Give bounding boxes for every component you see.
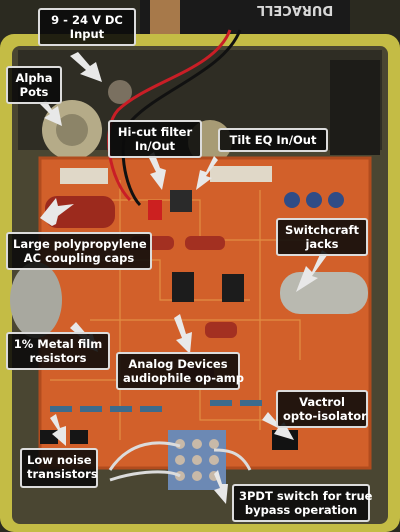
callout-polypropylene-caps: Large polypropylene AC coupling caps	[6, 232, 152, 270]
arrow-caps	[40, 198, 74, 226]
callout-tilt-eq: Tilt EQ In/Out	[218, 128, 328, 152]
callout-caps-line2: AC coupling caps	[23, 251, 135, 265]
battery-label: DURACELL	[257, 2, 333, 17]
arrow-pots	[40, 100, 62, 126]
arrow-hicut	[148, 152, 166, 190]
callout-hicut-line2: In/Out	[134, 139, 176, 153]
callout-alpha-line2: Pots	[19, 85, 49, 99]
arrow-tilt	[196, 156, 218, 190]
callout-metal-film-resistors: 1% Metal film resistors	[6, 332, 110, 370]
jack	[280, 272, 368, 314]
callout-jacks-line1: Switchcraft	[284, 223, 360, 237]
arrow-switch	[214, 470, 228, 504]
callout-caps-line1: Large polypropylene	[13, 237, 147, 251]
callout-power-input: 9 - 24 V DC Input	[38, 8, 136, 46]
callout-resistors-line2: resistors	[29, 351, 87, 365]
callout-hicut-line1: Hi-cut filter	[117, 125, 193, 139]
callout-vactrol: Vactrol opto-isolator	[276, 390, 368, 428]
callout-3pdt-switch: 3PDT switch for true bypass operation	[232, 484, 373, 522]
callout-hicut-filter: Hi-cut filter In/Out	[108, 120, 202, 158]
callout-vactrol-line1: Vactrol	[299, 395, 345, 409]
capacitor	[45, 196, 115, 228]
arrow-jacks	[296, 250, 328, 292]
arrow-opamp	[174, 314, 192, 354]
callout-transistors-line1: Low noise	[27, 453, 92, 467]
callout-transistors-line2: transistors	[27, 467, 98, 481]
callout-power-line2: Input	[69, 27, 105, 41]
callout-resistors-line1: 1% Metal film	[13, 337, 103, 351]
callout-opamp-line1: Analog Devices	[128, 357, 228, 371]
callout-alpha-line1: Alpha	[15, 71, 53, 85]
callout-power-line1: 9 - 24 V DC	[51, 13, 123, 27]
callout-switch-line1: 3PDT switch for true	[239, 489, 373, 503]
callout-jacks-line2: jacks	[305, 237, 339, 251]
callout-vactrol-line2: opto-isolator	[283, 409, 367, 423]
arrow-power	[70, 52, 102, 82]
callout-alpha-pots: Alpha Pots	[6, 66, 62, 104]
callout-switch-line2: bypass operation	[244, 503, 358, 517]
callout-analog-devices-opamp: Analog Devices audiophile op-amp	[116, 352, 245, 390]
arrow-transistors	[50, 414, 66, 446]
callout-tilt-line1: Tilt EQ In/Out	[229, 133, 317, 147]
callout-opamp-line2: audiophile op-amp	[123, 371, 245, 385]
callout-low-noise-transistors: Low noise transistors	[20, 448, 98, 488]
callout-switchcraft-jacks: Switchcraft jacks	[276, 218, 368, 256]
